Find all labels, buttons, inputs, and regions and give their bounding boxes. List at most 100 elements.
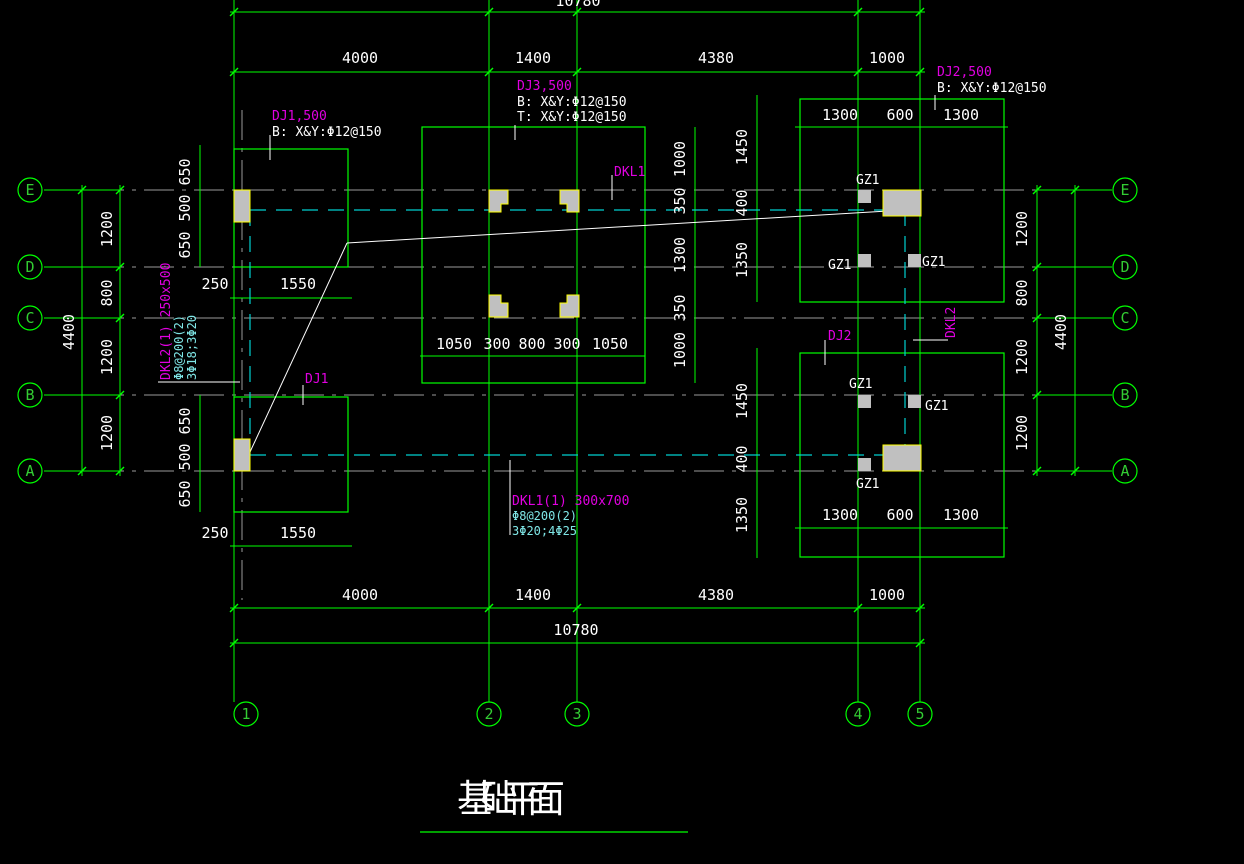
- dj3-outline: [421, 126, 646, 384]
- dim-top-span-2: 1400: [515, 49, 551, 67]
- tag-dkl1-note: DKL1(1) 300x700: [512, 494, 629, 509]
- column-2c: [488, 294, 509, 318]
- dj2-top-outline: [799, 98, 1005, 303]
- dim-dj2-bot-1300b: 1300: [943, 506, 979, 524]
- column-3c: [559, 294, 580, 318]
- dim-dj2-bot-1300a: 1300: [822, 506, 858, 524]
- dim-left-1200a: 1200: [98, 211, 116, 247]
- dim-bottom-span-3: 4380: [698, 586, 734, 604]
- tag-dj1-bottom: DJ1: [305, 372, 328, 387]
- dim-dj3-h-300b: 300: [553, 335, 580, 353]
- dim-bottom-span-2: 1400: [515, 586, 551, 604]
- dim-right-1200c: 1200: [1013, 415, 1031, 451]
- tag-dj2-bottom: DJ2: [828, 329, 851, 344]
- dim-dj3-h-300a: 300: [483, 335, 510, 353]
- axis-label-4: 4: [853, 705, 862, 723]
- dim-dj2-bot-v-1450: 1450: [733, 383, 751, 419]
- dim-dj3-v-350a: 350: [671, 187, 689, 214]
- axis-bubbles: [17, 177, 1138, 727]
- dim-dj2-top-1300b: 1300: [943, 106, 979, 124]
- tag-dkl2-note: DKL2(1) 250x500: [159, 263, 174, 380]
- dim-top-span-3: 4380: [698, 49, 734, 67]
- drawing-title: 基础平面: [457, 777, 565, 821]
- dim-dj3-h-1050a: 1050: [436, 335, 472, 353]
- dim-bottom-overall: 10780: [553, 621, 598, 639]
- dim-right-1200b: 1200: [1013, 339, 1031, 375]
- tag-gz1: GZ1: [828, 258, 851, 273]
- dim-dj1-bot-v-500: 500: [176, 443, 194, 470]
- gz1-column: [858, 254, 871, 267]
- dim-left-800: 800: [98, 279, 116, 306]
- gz1-column: [908, 254, 921, 267]
- dim-bottom-span-1: 4000: [342, 586, 378, 604]
- leader-lines: [158, 95, 948, 535]
- dim-dj2-top-v-1450: 1450: [733, 129, 751, 165]
- dim-dj1-bot-v-650a: 650: [176, 407, 194, 434]
- dim-dj3-v-1300: 1300: [671, 237, 689, 273]
- axis-label-b-left: B: [25, 386, 34, 404]
- axis-label-e-left: E: [25, 181, 34, 199]
- column-1a: [233, 438, 251, 472]
- axis-label-a-right: A: [1120, 462, 1129, 480]
- tag-gz1: GZ1: [856, 173, 879, 188]
- gz1-column: [858, 190, 871, 203]
- tag-dj2-top-rebar: B: X&Y:Φ12@150: [937, 81, 1047, 96]
- dim-dj2-bot-v-1350: 1350: [733, 497, 751, 533]
- axis-label-c-right: C: [1120, 309, 1129, 327]
- tag-dkl2-bars: 3Φ18;3Φ20: [185, 315, 199, 380]
- annotations: DJ1,500 B: X&Y:Φ12@150 DJ3,500 B: X&Y:Φ1…: [159, 65, 1047, 538]
- dim-dj1-top-v-650b: 650: [176, 231, 194, 258]
- tag-gz1: GZ1: [856, 477, 879, 492]
- dim-dj1-bot-1550: 1550: [280, 524, 316, 542]
- dim-top-overall: 10780: [555, 0, 600, 10]
- dim-dj2-top-1300a: 1300: [822, 106, 858, 124]
- dim-dj3-h-1050b: 1050: [592, 335, 628, 353]
- dim-dj2-top-v-1350: 1350: [733, 242, 751, 278]
- gz1-column: [858, 458, 871, 471]
- dim-dj2-bot-600: 600: [886, 506, 913, 524]
- dim-left-1200c: 1200: [98, 415, 116, 451]
- tag-dj3: DJ3,500: [517, 79, 572, 94]
- axis-label-3: 3: [572, 705, 581, 723]
- gz1-column: [908, 395, 921, 408]
- dim-right-1200a: 1200: [1013, 211, 1031, 247]
- tag-gz1: GZ1: [925, 399, 948, 414]
- dim-bottom-span-4: 1000: [869, 586, 905, 604]
- axis-label-d-right: D: [1120, 258, 1129, 276]
- axis-label-5: 5: [915, 705, 924, 723]
- dim-left-4400: 4400: [60, 314, 78, 350]
- tag-dj1-top: DJ1,500: [272, 109, 327, 124]
- dim-dj2-top-600: 600: [886, 106, 913, 124]
- tag-dkl1-bars: 3Φ20;4Φ25: [512, 524, 577, 538]
- dimension-ticks: [77, 7, 1080, 648]
- dim-dj3-v-1000a: 1000: [671, 141, 689, 177]
- dim-dj1-top-250: 250: [201, 275, 228, 293]
- dim-dj2-top-v-400: 400: [733, 189, 751, 216]
- axis-label-b-right: B: [1120, 386, 1129, 404]
- dim-dj1-top-v-500: 500: [176, 194, 194, 221]
- dim-top-span-4: 1000: [869, 49, 905, 67]
- dim-left-1200b: 1200: [98, 339, 116, 375]
- axis-label-c-left: C: [25, 309, 34, 327]
- tag-dj3-rebar-b: B: X&Y:Φ12@150: [517, 95, 627, 110]
- tag-dkl2-stirrup: Φ8@200(2): [172, 315, 186, 380]
- axis-label-1: 1: [241, 705, 250, 723]
- column-5a: [882, 444, 922, 472]
- dim-top-span-1: 4000: [342, 49, 378, 67]
- tag-dkl1-stirrup: Φ8@200(2): [512, 509, 577, 523]
- gz1-column: [858, 395, 871, 408]
- columns: [233, 189, 922, 472]
- dim-dj3-v-350b: 350: [671, 294, 689, 321]
- tag-dj1-top-rebar: B: X&Y:Φ12@150: [272, 125, 382, 140]
- dj1-top-outline: [233, 148, 349, 268]
- dim-dj1-bot-250: 250: [201, 524, 228, 542]
- tag-dj3-rebar-t: T: X&Y:Φ12@150: [517, 110, 627, 125]
- dim-dj1-top-1550: 1550: [280, 275, 316, 293]
- dim-dj1-bot-v-650b: 650: [176, 480, 194, 507]
- dimension-text: 10780 4000 1400 4380 1000 4000 1400 4380…: [201, 0, 979, 639]
- column-2e: [488, 189, 509, 213]
- axis-label-e-right: E: [1120, 181, 1129, 199]
- dim-dj3-h-800: 800: [518, 335, 545, 353]
